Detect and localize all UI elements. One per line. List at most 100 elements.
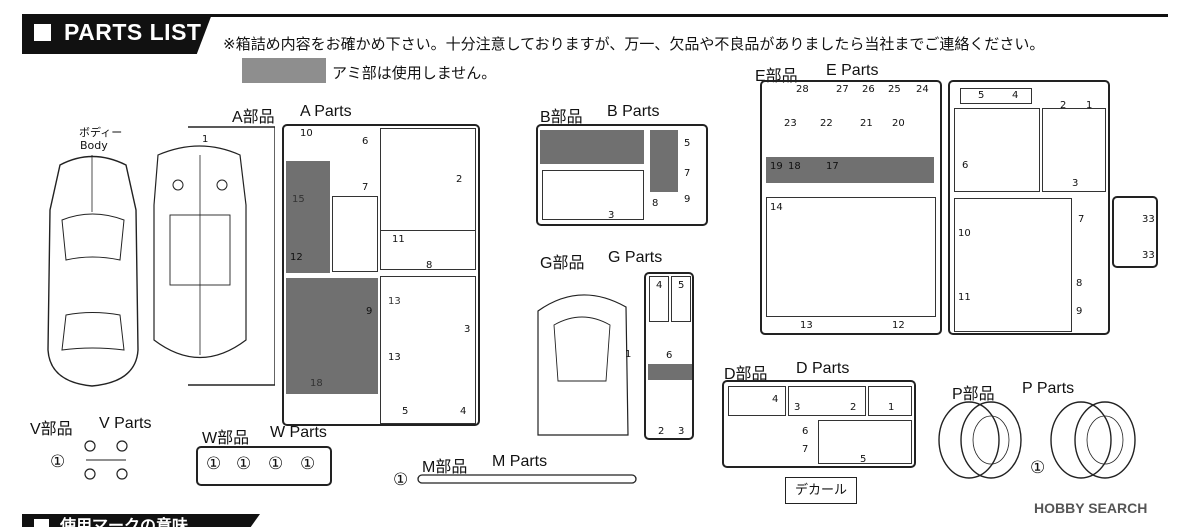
- header-tab: [22, 14, 212, 54]
- part-number: 8: [426, 260, 433, 271]
- part-number: 13: [388, 352, 401, 363]
- p-parts-jp: P部品: [952, 386, 995, 403]
- part-number: 3: [1072, 178, 1079, 189]
- w-parts-jp: W部品: [202, 430, 250, 447]
- window-glass-drawing: [537, 294, 629, 436]
- a-cell: [380, 230, 476, 270]
- v-parts-drawing: [84, 440, 128, 480]
- footer-tab: [22, 514, 260, 527]
- b-parts-frame: 5 7 9 8 3: [536, 124, 708, 226]
- quantity-mark: ①: [236, 454, 252, 474]
- part-number: 10: [300, 128, 313, 139]
- w-parts-en: W Parts: [270, 424, 327, 441]
- notice-text: ※箱詰め内容をお確かめ下さい。十分注意しておりますが、万一、欠品や不良品がありま…: [223, 35, 1045, 53]
- a-parts-jp: A部品: [232, 109, 275, 126]
- part-number: 27: [836, 84, 849, 95]
- e-cell: [954, 198, 1072, 332]
- part-number: 9: [366, 306, 373, 317]
- part-number: 8: [1076, 278, 1083, 289]
- e-cell: [954, 108, 1040, 192]
- part-number: 3: [678, 426, 685, 437]
- part-number: 3: [608, 210, 615, 221]
- part-number: 18: [788, 161, 801, 172]
- part-number: 12: [892, 320, 905, 331]
- part-number: 13: [800, 320, 813, 331]
- v-parts-jp: V部品: [30, 421, 73, 438]
- part-number: 6: [362, 136, 369, 147]
- decal-label: デカール: [785, 477, 857, 504]
- part-number: 21: [860, 118, 873, 129]
- quantity-mark: ①: [300, 454, 316, 474]
- page-title: PARTS LIST: [64, 19, 202, 45]
- d-parts-jp: D部品: [724, 366, 768, 383]
- part-number: 14: [770, 202, 783, 213]
- part-number: 26: [862, 84, 875, 95]
- shading-note: アミ部は使用しません。: [332, 64, 497, 82]
- e-cell: [1042, 108, 1106, 192]
- a-shaded-area: [286, 278, 378, 394]
- part-number: 9: [684, 194, 691, 205]
- e-cell: [960, 88, 1032, 104]
- m-parts-rod-drawing: [417, 474, 637, 484]
- footer-title: 使用マークの意味: [60, 516, 189, 527]
- g-parts-frame: 4 5 6 2 3: [644, 272, 694, 440]
- part-number: 19: [770, 161, 783, 172]
- g-shaded-area: [648, 364, 692, 380]
- part-number: 10: [958, 228, 971, 239]
- part-number: 25: [888, 84, 901, 95]
- a-cell: [380, 128, 476, 238]
- shading-key-swatch: [242, 58, 326, 83]
- b-cell: [542, 170, 644, 220]
- part-number: 2: [456, 174, 463, 185]
- g-cell: [671, 276, 691, 322]
- part-number: 5: [678, 280, 685, 291]
- shaded-part-number: 15: [292, 194, 305, 205]
- a-cell: [332, 196, 378, 272]
- quantity-mark: ①: [268, 454, 284, 474]
- part-number: 5: [402, 406, 409, 417]
- part-number: 12: [290, 252, 303, 263]
- a-shaded-area: [286, 161, 330, 273]
- header-rule: [22, 14, 1168, 17]
- a-cell: [380, 276, 476, 424]
- body-label-en: Body: [80, 139, 108, 152]
- a-parts-frame: 10 6 7 2 8 11 12 9 3 13 5 4 15 13 18: [282, 124, 480, 426]
- part-number: 8: [652, 198, 659, 209]
- part-number: 23: [784, 118, 797, 129]
- part-number: 17: [826, 161, 839, 172]
- quantity-mark: ①: [1030, 458, 1046, 478]
- part-number: 20: [892, 118, 905, 129]
- part-number: 4: [772, 394, 779, 405]
- part-number: 9: [1076, 306, 1083, 317]
- g-parts-en: G Parts: [608, 249, 663, 266]
- part-number: 6: [802, 426, 809, 437]
- e-cell: [766, 197, 936, 317]
- part-number: 4: [460, 406, 467, 417]
- part-number: 11: [958, 292, 971, 303]
- body-label-jp: ボディー: [79, 126, 123, 139]
- body-part-number: 1: [202, 134, 209, 145]
- b-parts-en: B Parts: [607, 103, 660, 120]
- e-parts-frame-right: 5 4 2 1 6 3 10 7 8 11 9: [948, 80, 1110, 335]
- body-shell-drawing: [47, 155, 139, 387]
- d-parts-frame: 4 3 2 1 6 7 5: [722, 380, 916, 468]
- square-icon: [34, 519, 49, 527]
- d-cell: [868, 386, 912, 416]
- part-number: 3: [794, 402, 801, 413]
- square-icon: [34, 24, 51, 41]
- body-frame-drawing: [153, 126, 275, 386]
- e-shaded-area: [766, 157, 934, 183]
- p-parts-en: P Parts: [1022, 380, 1075, 397]
- e-parts-en: E Parts: [826, 62, 879, 79]
- part-number: 11: [392, 234, 405, 245]
- watermark-logo: HOBBY SEARCH: [1034, 500, 1148, 516]
- d-cell: [788, 386, 866, 416]
- part-number: 2: [850, 402, 857, 413]
- quantity-mark: ①: [50, 452, 66, 472]
- b-shaded-area: [650, 130, 678, 192]
- part-number: 7: [684, 168, 691, 179]
- part-number: 6: [962, 160, 969, 171]
- e-parts-side-frame: 33 33: [1112, 196, 1158, 268]
- e-parts-frame-left: 28 27 26 25 24 23 22 21 20 19 18 17 14 1…: [760, 80, 942, 335]
- v-parts-en: V Parts: [99, 415, 152, 432]
